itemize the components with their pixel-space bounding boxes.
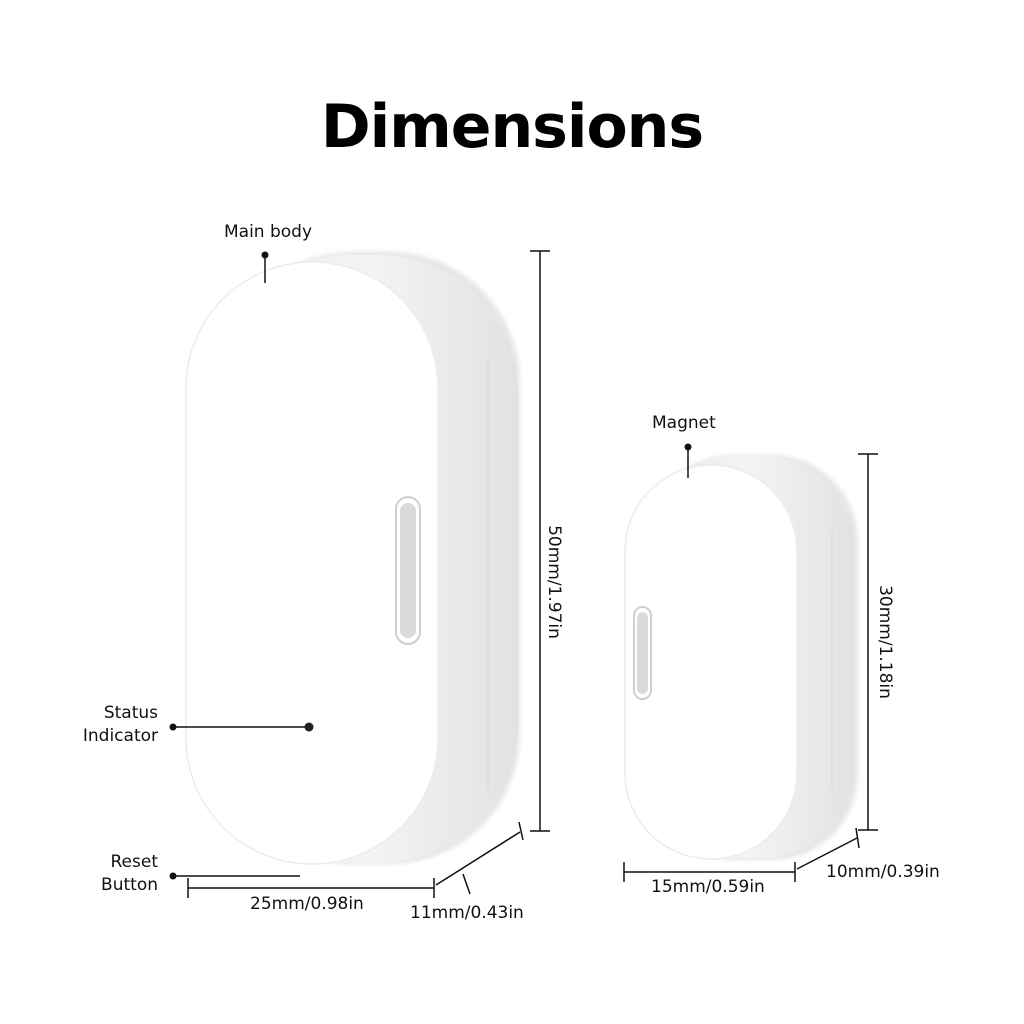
magnet-face: [624, 464, 798, 860]
magnet-width-label: 15mm/0.59in: [651, 877, 765, 897]
status-indicator-label-line1: Status: [103, 703, 158, 723]
magnet-pointer: [684, 443, 692, 478]
main-body-height-label: 50mm/1.97in: [544, 525, 564, 639]
main-body-depth-line: [435, 821, 524, 895]
magnet-depth-line: [796, 827, 860, 870]
main-body-face: [185, 261, 439, 865]
main-body-depth-label: 11mm/0.43in: [410, 903, 524, 923]
reset-button-label-line2: Button: [101, 875, 158, 895]
reset-button-pointer: [169, 872, 300, 880]
status-indicator-pointer: [169, 722, 314, 732]
main-body-device: [185, 252, 520, 865]
magnet-height-line: [858, 453, 878, 831]
page-title: Dimensions: [320, 92, 704, 162]
status-indicator-label-line2: Indicator: [82, 726, 158, 746]
magnet-device: [624, 455, 858, 860]
main-body-label: Main body: [224, 222, 313, 242]
reset-button-label-line1: Reset: [110, 852, 159, 872]
magnet-width-line: [623, 862, 796, 882]
main-body-slot-inner: [400, 503, 416, 638]
status-led: [304, 722, 314, 732]
main-body-pointer: [261, 251, 269, 283]
main-body-height-line: [530, 250, 550, 832]
status-indicator-label: Status Indicator: [60, 702, 158, 748]
reset-button-label: Reset Button: [60, 851, 158, 897]
magnet-height-label: 30mm/1.18in: [875, 585, 895, 699]
magnet-slot-inner: [637, 612, 648, 694]
main-body-width-label: 25mm/0.98in: [250, 894, 364, 914]
magnet-depth-label: 10mm/0.39in: [826, 862, 940, 882]
main-body-width-line: [187, 878, 435, 898]
magnet-label: Magnet: [652, 413, 716, 433]
